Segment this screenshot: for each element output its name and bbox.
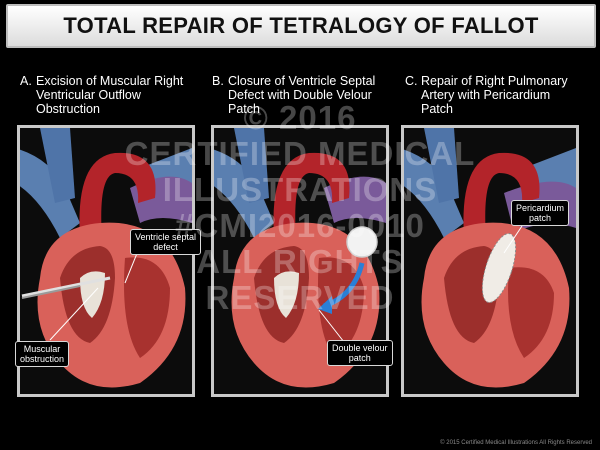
label-ventricle-septal-defect: Ventricle septal defect: [130, 229, 202, 255]
panel-c-caption: C.Repair of Right Pulmonary Artery with …: [405, 74, 568, 116]
label-double-velour-patch: Double velour patch: [327, 340, 393, 366]
panel-a-caption-line-3: Obstruction: [36, 102, 100, 116]
panel-c-frame: [401, 125, 579, 397]
panel-a-caption-line-1: Excision of Muscular Right: [36, 74, 184, 88]
label-muscular-obstruction: Muscular obstruction: [15, 341, 70, 367]
label-double-velour-patch-line-2: patch: [348, 353, 371, 363]
panel-a-caption: A. Excision of Muscular Right Ventricular…: [20, 74, 183, 116]
panel-a-caption-line-2: Ventricular Outflow: [36, 88, 141, 102]
title-box: TOTAL REPAIR OF TETRALOGY OF FALLOT: [6, 4, 596, 48]
label-double-velour-patch-line-1: Double velour: [332, 343, 388, 353]
copyright-notice: © 2015 Certified Medical Illustrations A…: [440, 440, 592, 446]
panel-b-caption-line-3: Patch: [228, 102, 260, 116]
panel-b-letter: B.: [212, 74, 224, 88]
label-ventricle-septal-defect-line-2: defect: [153, 242, 178, 252]
panel-b-caption: B. Closure of Ventricle Septal Defect wit…: [212, 74, 375, 116]
panel-c-caption-line-2: Artery with Pericardium: [421, 88, 551, 102]
panel-c-caption-line-3: Patch: [421, 102, 453, 116]
label-pericardium-patch: Pericardium patch: [511, 200, 570, 226]
label-pericardium-patch-line-2: patch: [528, 213, 552, 223]
label-ventricle-septal-defect-line-1: Ventricle septal: [135, 232, 197, 242]
label-muscular-obstruction-line-2: obstruction: [20, 354, 65, 364]
label-muscular-obstruction-line-1: Muscular: [23, 344, 61, 354]
page-title: TOTAL REPAIR OF TETRALOGY OF FALLOT: [63, 13, 539, 38]
panel-b-frame: [211, 125, 389, 397]
panel-b-caption-line-1: Closure of Ventricle Septal: [228, 74, 376, 88]
title-bar: TOTAL REPAIR OF TETRALOGY OF FALLOT: [0, 0, 600, 58]
panel-b-heart-illustration: [214, 128, 386, 394]
panel-c-letter: C.: [405, 74, 418, 88]
panel-a-letter: A.: [20, 74, 32, 88]
label-pericardium-patch-line-1: Pericardium: [516, 203, 565, 213]
panel-b-caption-line-2: Defect with Double Velour: [228, 88, 372, 102]
panel-c-heart-illustration: [404, 128, 576, 394]
panel-c-caption-line-1: Repair of Right Pulmonary: [421, 74, 568, 88]
